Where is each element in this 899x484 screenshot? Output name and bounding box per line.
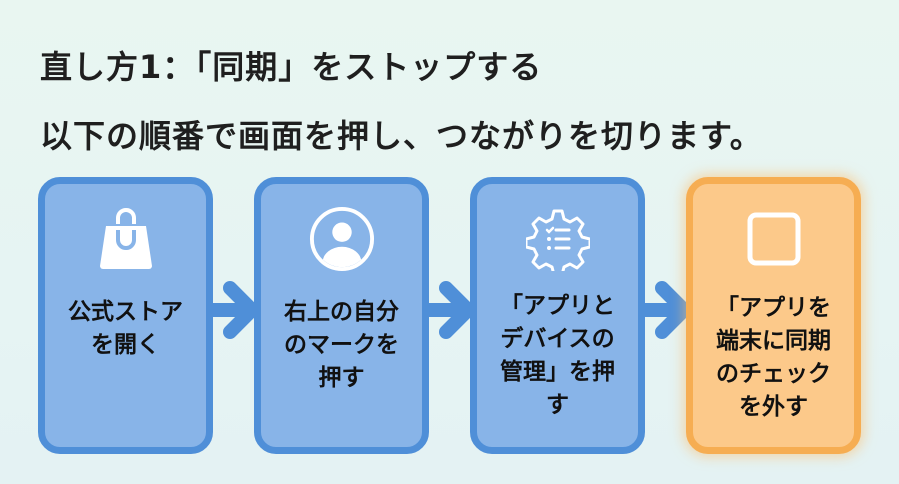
- arrow-right-icon: [640, 281, 691, 339]
- page-title: 直し方1：「同期」をストップする: [40, 48, 543, 86]
- step-label: 公式ストア を開く: [68, 299, 183, 358]
- arrow-right-icon: [424, 281, 475, 339]
- page-subtitle: 以下の順番で画面を押し、つながりを切ります。: [40, 117, 763, 155]
- checkbox-icon: [741, 206, 807, 272]
- step-card-2: 右上の自分 のマークを 押す: [254, 177, 429, 454]
- gear-list-icon: [525, 206, 591, 272]
- user-avatar-icon: [309, 206, 375, 272]
- step-label: 「アプリを 端末に同期 のチェック を外す: [716, 295, 831, 420]
- arrow-right-icon: [208, 281, 259, 339]
- step-card-4: 「アプリを 端末に同期 のチェック を外す: [686, 177, 861, 454]
- step-card-1: 公式ストア を開く: [38, 177, 213, 454]
- step-label: 「アプリと デバイスの 管理」を押 す: [500, 293, 615, 418]
- step-label: 右上の自分 のマークを 押す: [284, 299, 399, 391]
- step-card-3: 「アプリと デバイスの 管理」を押 す: [470, 177, 645, 454]
- shopping-bag-icon: [93, 206, 159, 272]
